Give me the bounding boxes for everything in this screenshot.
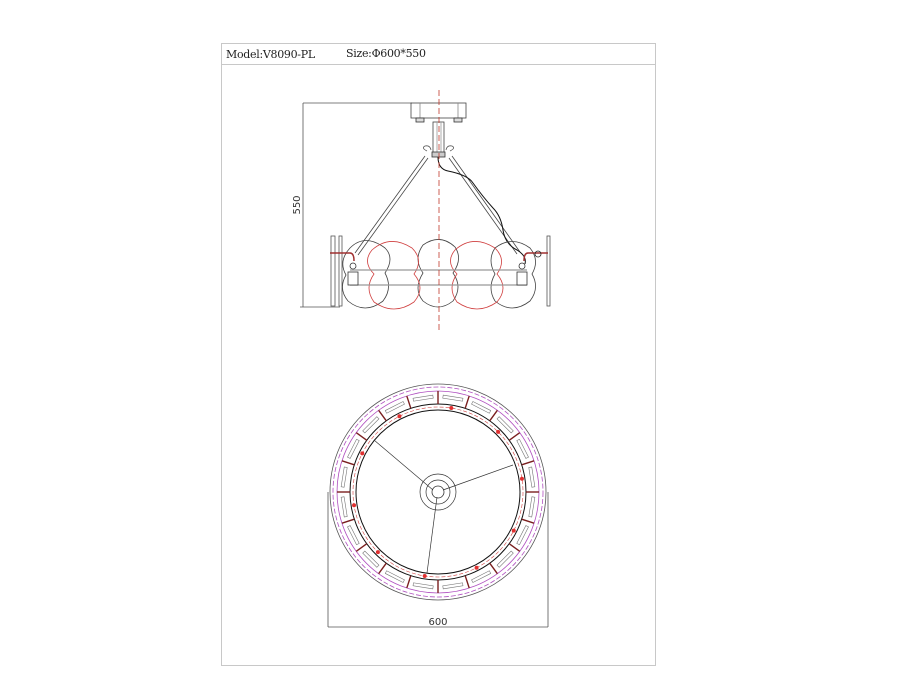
side-view (300, 102, 551, 310)
title-block: Model:V8090-PL Size:Φ600*550 (222, 44, 655, 65)
height-dimension: 550 (292, 195, 303, 214)
size-label: Size:Φ600*550 (346, 47, 426, 60)
diameter-dimension: 600 (428, 617, 447, 628)
drawing-sheet: Model:V8090-PL Size:Φ600*550 (221, 43, 656, 666)
ring-spokes (337, 391, 539, 593)
model-label: Model:V8090-PL (226, 48, 315, 61)
